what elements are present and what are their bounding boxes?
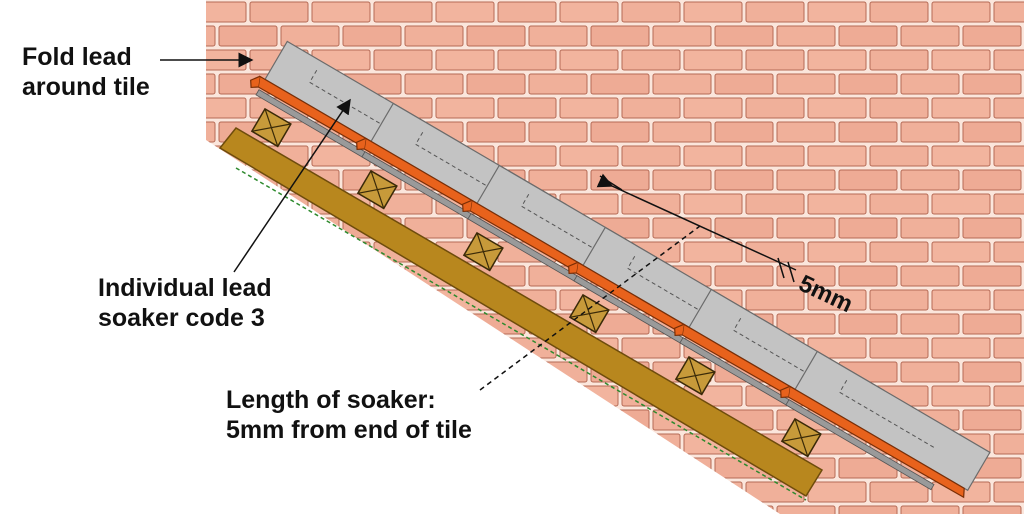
- fold-lead-line1: Fold lead: [22, 43, 132, 71]
- fold-lead-line2: around tile: [22, 73, 150, 101]
- soaker-length-label: Length of soaker: 5mm from end of tile: [226, 385, 472, 445]
- soaker-length-line1: Length of soaker:: [226, 386, 436, 414]
- battens: [250, 107, 822, 458]
- batten: [568, 293, 610, 334]
- batten: [356, 169, 398, 210]
- soaker-line1: Individual lead: [98, 274, 272, 302]
- fold-lead-label: Fold lead around tile: [22, 42, 150, 102]
- batten: [462, 231, 504, 272]
- rafter: [218, 127, 824, 501]
- batten: [780, 417, 822, 458]
- soaker-length-line2: 5mm from end of tile: [226, 416, 472, 444]
- lead-soaker: [787, 385, 965, 499]
- soaker-line2: soaker code 3: [98, 304, 265, 332]
- tile-courses: [250, 40, 991, 499]
- tile-course: [780, 350, 991, 499]
- batten: [250, 107, 292, 148]
- leader-lines: [160, 52, 797, 391]
- batten: [674, 355, 716, 396]
- soaker-label: Individual lead soaker code 3: [98, 273, 272, 333]
